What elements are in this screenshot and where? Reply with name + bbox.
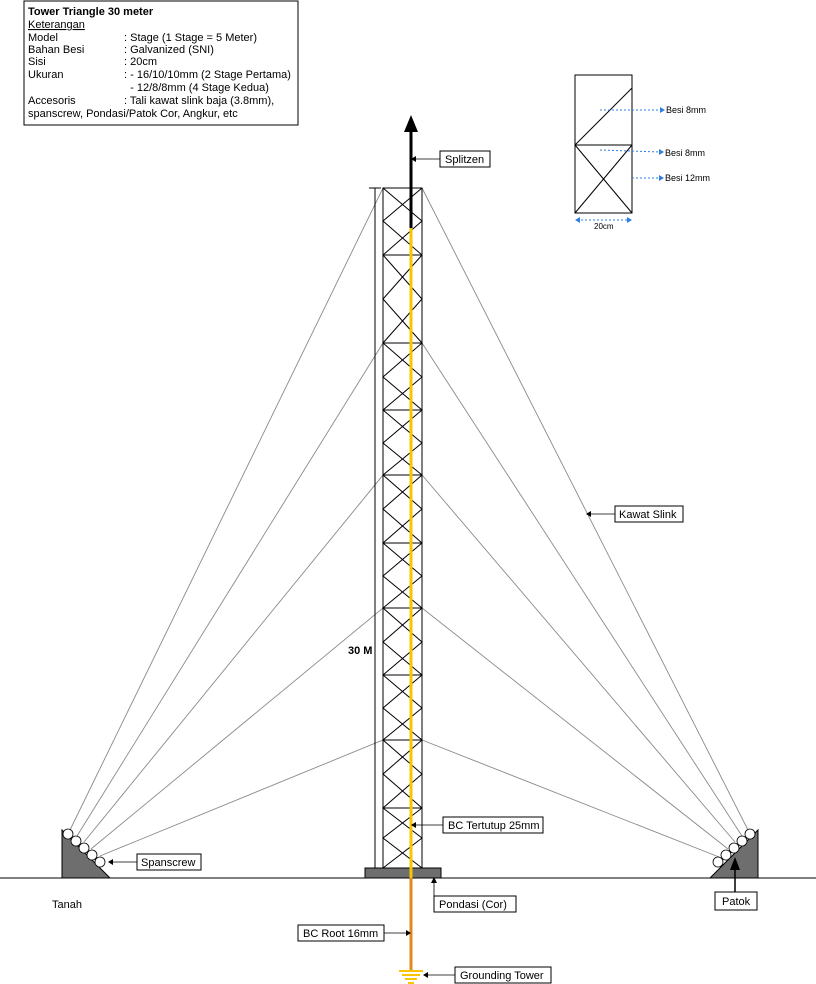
info-value: : Galvanized (SNI) <box>124 44 214 56</box>
height-label: 30 M <box>348 645 372 657</box>
tanah-label: Tanah <box>52 899 82 911</box>
height-dimension <box>369 187 381 869</box>
foundation-block <box>364 867 442 879</box>
info-value: : Stage (1 Stage = 5 Meter) <box>124 32 257 44</box>
besi-8mm-top-label: Besi 8mm <box>666 105 706 115</box>
right-anchor <box>708 828 759 879</box>
besi-8mm-mid-label: Besi 8mm <box>665 148 705 158</box>
splitzen-label: Splitzen <box>445 154 484 166</box>
info-heading: Keterangan <box>28 19 85 31</box>
besi-12mm-label: Besi 12mm <box>665 173 710 183</box>
kawat-slink-callout: Kawat Slink <box>586 505 684 523</box>
patok-label: Patok <box>722 896 751 908</box>
info-key: Bahan Besi <box>28 44 84 56</box>
width-20cm-label: 20cm <box>594 222 614 231</box>
info-value: : - 16/10/10mm (2 Stage Pertama) <box>124 69 291 81</box>
bc-root-label: BC Root 16mm <box>303 928 378 940</box>
grounding-label: Grounding Tower <box>460 970 544 982</box>
splitzen-callout: Splitzen <box>411 150 491 168</box>
info-key: Ukuran <box>28 69 63 81</box>
spanscrew-label: Spanscrew <box>141 857 195 869</box>
grounding-symbol <box>399 970 423 984</box>
info-key: Model <box>28 32 58 44</box>
kawat-slink-label: Kawat Slink <box>619 509 677 521</box>
patok-callout: Patok <box>714 857 758 911</box>
bc-root-callout: BC Root 16mm <box>297 924 411 942</box>
info-value: - 12/8/8mm (4 Stage Kedua) <box>124 82 269 94</box>
left-anchor <box>61 828 112 879</box>
info-title: Tower Triangle 30 meter <box>28 6 154 18</box>
info-key: Sisi <box>28 56 46 68</box>
info-box: Tower Triangle 30 meter Keterangan Model… <box>23 0 299 126</box>
pondasi-label: Pondasi (Cor) <box>439 899 507 911</box>
spanscrew-callout: Spanscrew <box>108 853 202 871</box>
guy-wires <box>69 187 749 858</box>
section-detail: Besi 8mm Besi 8mm Besi 12mm 20cm <box>574 74 710 231</box>
info-value: : Tali kawat slink baja (3.8mm), <box>124 95 274 107</box>
grounding-callout: Grounding Tower <box>423 966 552 984</box>
tower-lattice <box>382 187 423 869</box>
lightning-rod-tip <box>404 115 418 132</box>
info-last-line: spanscrew, Pondasi/Patok Cor, Angkur, et… <box>28 108 238 120</box>
pondasi-callout: Pondasi (Cor) <box>431 877 517 913</box>
info-key: Accesoris <box>28 95 76 107</box>
info-value: : 20cm <box>124 56 157 68</box>
bc-tertutup-callout: BC Tertutup 25mm <box>411 816 544 834</box>
bc-tertutup-label: BC Tertutup 25mm <box>448 820 540 832</box>
